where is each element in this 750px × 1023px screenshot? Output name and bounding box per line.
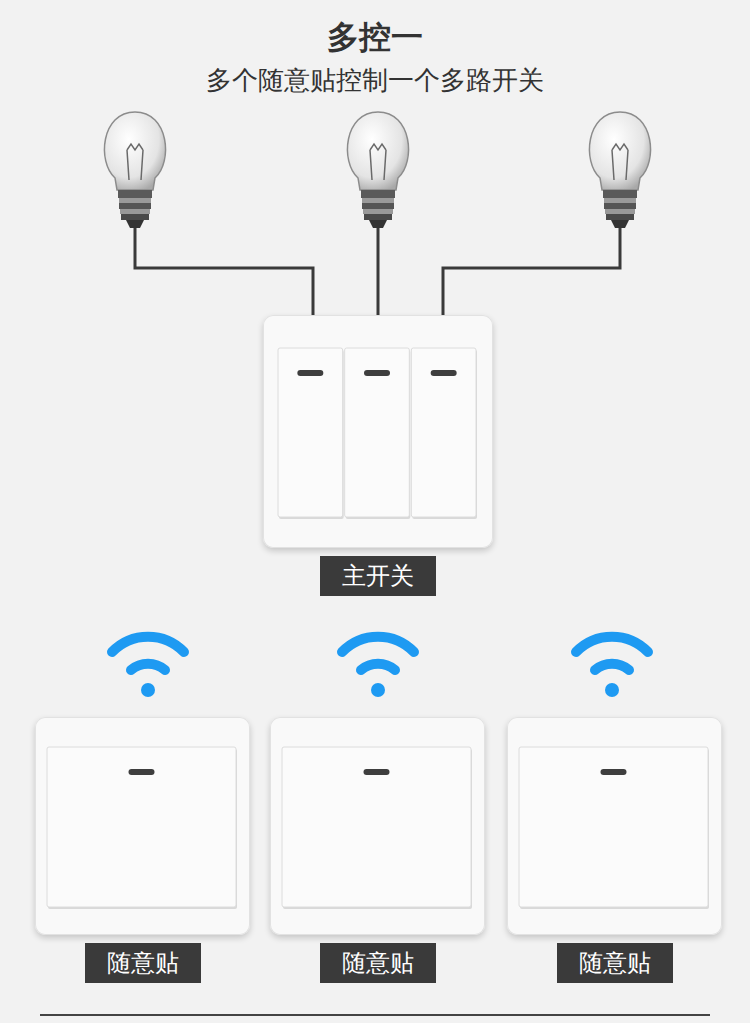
wireless-switch: 随意贴 xyxy=(35,717,250,935)
wireless-switch: 随意贴 xyxy=(507,717,722,935)
wifi-icon xyxy=(342,637,414,697)
main-switch: 主开关 xyxy=(263,315,493,548)
rocker xyxy=(345,348,410,517)
wire xyxy=(135,228,620,318)
name-label: 随意贴 xyxy=(557,943,673,983)
rocker xyxy=(519,747,708,907)
name-label: 随意贴 xyxy=(85,943,201,983)
rocker xyxy=(47,747,236,907)
wireless-switch: 随意贴 xyxy=(270,717,485,935)
bulb xyxy=(347,112,408,228)
indicator xyxy=(129,769,155,775)
subtitle: 多个随意贴控制一个多路开关 xyxy=(206,63,544,98)
title: 多控一 xyxy=(327,16,423,60)
bulb xyxy=(589,112,650,228)
wifi-icon xyxy=(576,637,648,697)
indicator xyxy=(297,370,323,376)
wifi-icon xyxy=(112,637,184,697)
rocker xyxy=(411,348,476,517)
switch-face xyxy=(270,717,485,935)
name-label: 随意贴 xyxy=(320,943,436,983)
divider xyxy=(40,1014,710,1016)
switch-face xyxy=(507,717,722,935)
indicator xyxy=(364,370,390,376)
bulb xyxy=(104,112,165,228)
rocker xyxy=(282,747,471,907)
indicator xyxy=(364,769,390,775)
indicator xyxy=(601,769,627,775)
switch-face xyxy=(263,315,493,548)
indicator xyxy=(431,370,457,376)
switch-face xyxy=(35,717,250,935)
rocker xyxy=(278,348,343,517)
name-label: 主开关 xyxy=(320,556,436,596)
